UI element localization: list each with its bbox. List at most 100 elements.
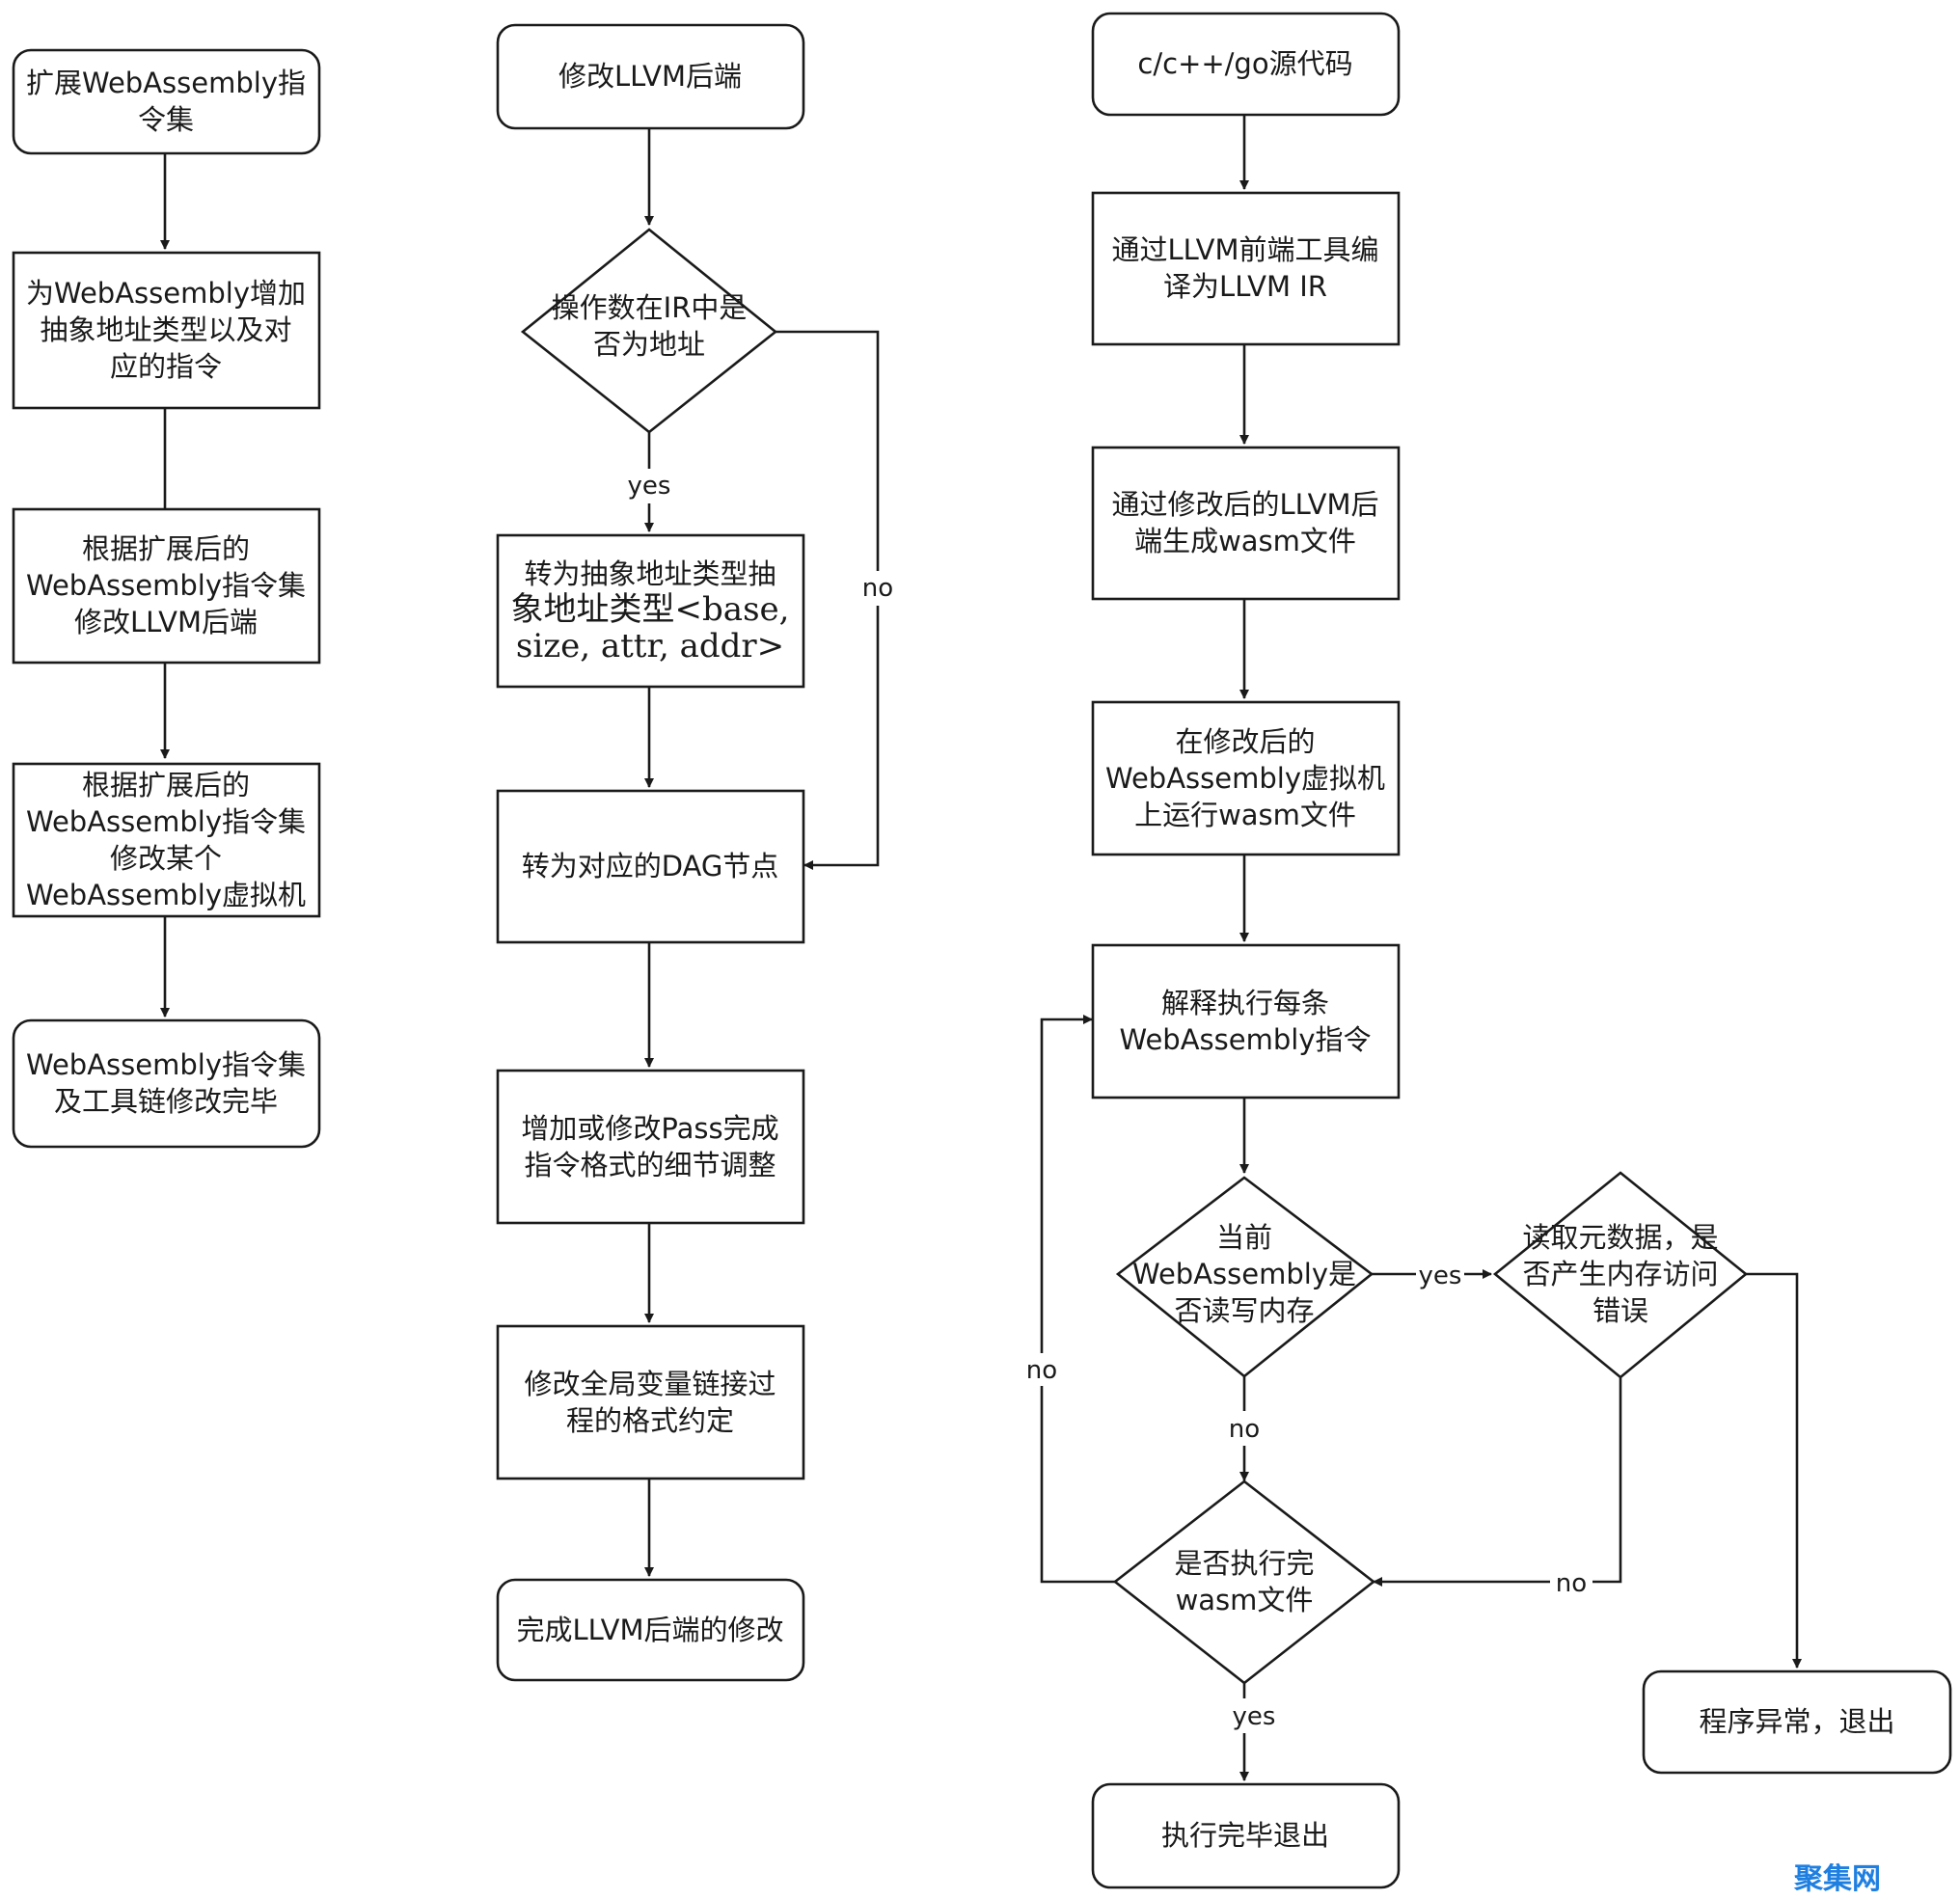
node-c6-text-line-3: 否读写内存 [1174,1294,1314,1327]
node-a2-box [12,251,321,410]
node-c1-text-line-1: c/c++/go源代码 [1137,47,1352,80]
edge-label-b2-b4: no [862,574,893,603]
node-c5-text-line-2: WebAssembly指令 [1119,1023,1371,1056]
edge-label-b2-b3: yes [628,472,671,501]
edge-label-c6-c8: no [1229,1415,1260,1444]
edge-label-c7-c8: no [1556,1569,1587,1598]
node-c7-text: 读取元数据，是否产生内存访问错误 [1522,1221,1718,1327]
watermark-logo: 聚集网 [1793,1862,1881,1896]
node-b5-text-line-2: 指令格式的细节调整 [524,1149,776,1181]
node-b2-diamond [520,228,778,434]
node-c4-text-line-2: WebAssembly虚拟机 [1105,762,1385,795]
node-b7-text: 完成LLVM后端的修改 [517,1614,784,1646]
node-b1-text: 修改LLVM后端 [558,60,742,93]
node-a4-text-line-1: 根据扩展后的 [82,769,250,801]
node-a4-text: 根据扩展后的 WebAssembly指令集修改某个 WebAssembly虚拟机 [26,769,306,911]
node-a3-text-line-1: 根据扩展后的 [82,532,250,565]
node-b3-box [496,533,805,689]
node-b5-text-line-1: 增加或修改Pass完成 [521,1112,778,1145]
node-b7-box [496,1578,805,1682]
node-b4-text-line-1: 转为对应的DAG节点 [522,850,779,882]
node-a3-box [12,507,321,665]
node-c10-text-line-1: 程序异常，退出 [1699,1705,1894,1738]
node-c1-box [1091,12,1401,117]
node-c8-text-line-2: wasm文件 [1176,1584,1314,1616]
node-b2-text: 操作数在IR中是否为地址 [552,291,748,361]
node-c9-box [1091,1782,1401,1889]
node-c2-box [1091,191,1401,346]
node-a1-text-line-2: 令集 [138,103,194,136]
node-c4-text-line-1: 在修改后的 [1175,725,1315,758]
node-a4-text-line-3: 修改某个 [110,842,222,875]
node-a4-text-line-4: WebAssembly虚拟机 [26,879,306,911]
node-a1-text: 扩展WebAssembly指令集 [26,67,306,136]
node-a4-box [12,762,321,918]
edges [160,115,1802,1780]
node-c6-text: 当前 WebAssembly是否读写内存 [1132,1221,1356,1327]
node-c8-diamond [1112,1479,1376,1685]
node-a3-text-line-3: 修改LLVM后端 [74,606,258,638]
node-c8-text-line-1: 是否执行完 [1174,1547,1314,1580]
edge-label-c8-c9: yes [1233,1702,1276,1731]
node-c2-text-line-2: 译为LLVM IR [1163,270,1327,303]
node-a2-text: 为WebAssembly增加抽象地址类型以及对应的指令 [26,277,306,383]
node-b1-text-line-1: 修改LLVM后端 [558,60,742,93]
node-c6-diamond [1115,1176,1375,1378]
node-c3-box [1091,446,1401,601]
node-c1-text: c/c++/go源代码 [1137,47,1352,80]
node-c2-text: 通过LLVM前端工具编译为LLVM IR [1112,233,1379,303]
node-b6-box [496,1324,805,1480]
node-a1-text-line-1: 扩展WebAssembly指 [26,67,306,99]
node-c9-text: 执行完毕退出 [1161,1819,1329,1852]
node-b4-box [496,789,805,944]
edge-c7-c8 [1374,1377,1622,1582]
edge-label-c6-c7: yes [1419,1262,1462,1290]
node-b3-text: 转为抽象地址类型抽象地址类型<base,size, attr, addr> [511,557,790,665]
node-b3-text-line-1: 转为抽象地址类型抽 [524,557,776,590]
node-b6-text-line-2: 程的格式约定 [566,1404,734,1437]
node-b4-text: 转为对应的DAG节点 [522,850,779,882]
nodes: 扩展WebAssembly指令集 为WebAssembly增加抽象地址类型以及对… [12,12,1952,1889]
node-a2-text-line-1: 为WebAssembly增加 [26,277,306,310]
node-b3-text-line-2: 象地址类型<base, [511,590,790,629]
node-c7-text-line-3: 错误 [1592,1294,1648,1327]
node-c4-box [1091,700,1401,856]
node-a3-text: 根据扩展后的 WebAssembly指令集修改LLVM后端 [26,532,306,638]
node-b5-text: 增加或修改Pass完成指令格式的细节调整 [521,1112,778,1181]
node-a4-text-line-2: WebAssembly指令集 [26,805,306,838]
node-b5-box [496,1069,805,1225]
node-a5-text-line-1: WebAssembly指令集 [26,1048,306,1081]
node-b3-text-line-3: size, attr, addr> [516,627,784,665]
node-a2-text-line-3: 应的指令 [110,350,222,383]
node-c7-text-line-1: 读取元数据，是 [1522,1221,1718,1254]
node-c4-text: 在修改后的 WebAssembly虚拟机上运行wasm文件 [1105,725,1385,831]
node-c6-text-line-1: 当前 [1216,1221,1272,1254]
node-c7-diamond [1492,1171,1749,1379]
node-c3-text: 通过修改后的LLVM后端生成wasm文件 [1112,488,1379,557]
node-a5-text: WebAssembly指令集及工具链修改完毕 [26,1048,306,1118]
edge-c8-c5 [1040,1019,1115,1584]
node-c10-text: 程序异常，退出 [1699,1705,1894,1738]
node-a5-text-line-2: 及工具链修改完毕 [54,1085,278,1118]
node-c10-box [1642,1669,1952,1775]
node-c4-text-line-3: 上运行wasm文件 [1134,799,1356,831]
edge-c7-c10 [1746,1272,1802,1669]
edge-labels: yes no yes no no no yes [628,472,1588,1731]
node-c9-text-line-1: 执行完毕退出 [1161,1819,1329,1852]
node-c3-text-line-1: 通过修改后的LLVM后 [1112,488,1379,521]
node-b1-box [496,23,805,130]
node-a5-box [12,1018,321,1149]
node-b6-text: 修改全局变量链接过程的格式约定 [524,1368,776,1437]
node-b7-text-line-1: 完成LLVM后端的修改 [517,1614,784,1646]
node-c5-text: 解释执行每条 WebAssembly指令 [1119,987,1371,1056]
edge-b2-b4 [776,330,880,865]
node-c5-box [1091,943,1401,1099]
node-c2-text-line-1: 通过LLVM前端工具编 [1112,233,1379,266]
node-a1-box [12,48,321,155]
node-a3-text-line-2: WebAssembly指令集 [26,569,306,602]
node-c6-text-line-2: WebAssembly是 [1132,1258,1356,1290]
node-c5-text-line-1: 解释执行每条 [1161,987,1329,1019]
node-c7-text-line-2: 否产生内存访问 [1522,1258,1718,1290]
node-b6-text-line-1: 修改全局变量链接过 [524,1368,776,1400]
